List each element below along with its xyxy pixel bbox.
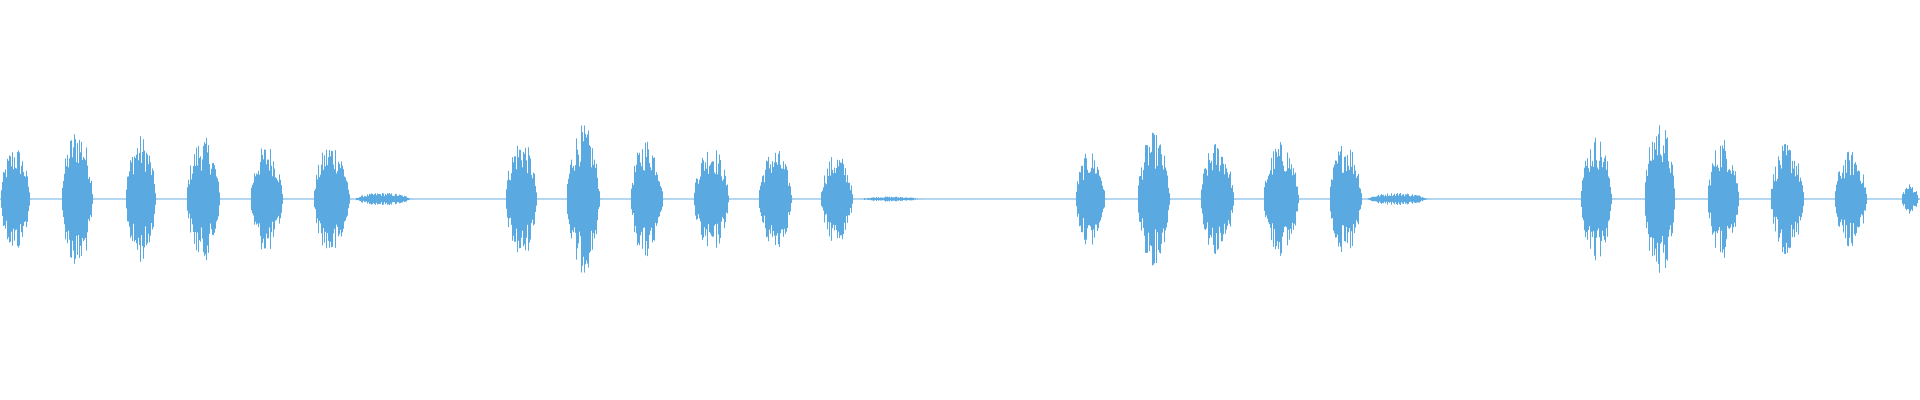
waveform-bars — [0, 125, 1920, 273]
